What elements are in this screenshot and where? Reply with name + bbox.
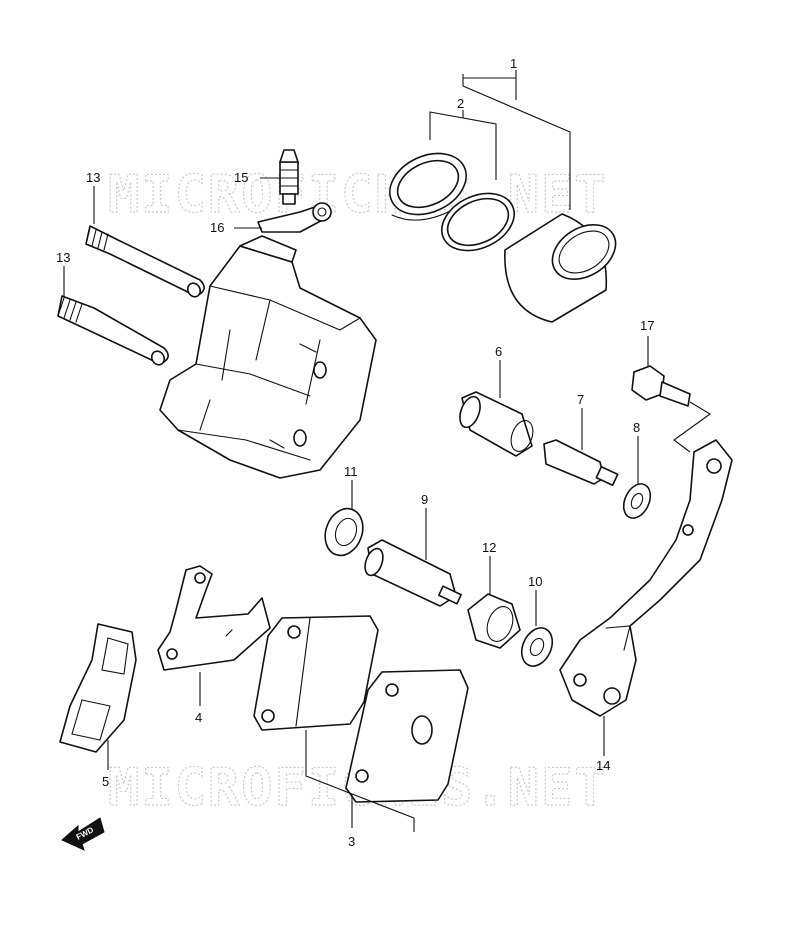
callout-2: 2 xyxy=(457,96,464,111)
bolt-17 xyxy=(631,365,691,407)
callout-16: 16 xyxy=(210,220,224,235)
callout-11: 11 xyxy=(344,464,358,479)
brake-pad-outer xyxy=(253,615,379,731)
washer-8 xyxy=(622,483,652,519)
washer-10 xyxy=(520,627,554,667)
pad-spring-4 xyxy=(157,565,271,671)
callout-7: 7 xyxy=(577,392,584,407)
bleeder-screw xyxy=(279,149,299,205)
slide-pin-upper xyxy=(85,225,205,298)
callout-5: 5 xyxy=(102,774,109,789)
callout-4: 4 xyxy=(195,710,202,725)
bleeder-cap xyxy=(257,202,332,233)
pad-shim-5 xyxy=(59,623,137,753)
piston xyxy=(504,213,617,323)
callout-8: 8 xyxy=(633,420,640,435)
leader-1 xyxy=(462,74,571,210)
callout-10: 10 xyxy=(528,574,542,589)
seal-ring-outer xyxy=(389,152,467,221)
callout-1: 1 xyxy=(510,56,517,71)
callout-13-lower: 13 xyxy=(56,250,70,265)
sleeve-6 xyxy=(459,391,534,457)
slide-pin-lower xyxy=(57,295,169,366)
callout-15: 15 xyxy=(234,170,248,185)
callout-6: 6 xyxy=(495,344,502,359)
boot-12 xyxy=(467,593,521,649)
callout-9: 9 xyxy=(421,492,428,507)
callout-13-upper: 13 xyxy=(86,170,100,185)
callout-3: 3 xyxy=(348,834,355,849)
sleeve-9 xyxy=(364,539,462,607)
callout-14: 14 xyxy=(596,758,610,773)
leader-17-dash xyxy=(673,401,711,453)
callout-17: 17 xyxy=(640,318,654,333)
bolt-7 xyxy=(543,439,619,487)
boot-11 xyxy=(324,507,364,557)
callout-12: 12 xyxy=(482,540,496,555)
brake-pad-inner xyxy=(345,669,469,803)
caliper-bracket xyxy=(559,439,733,717)
caliper-body xyxy=(159,235,377,479)
seal-ring-inner xyxy=(441,192,515,252)
watermark-top: MICROFICHES.NET xyxy=(108,165,608,225)
forward-arrow-icon: FWD xyxy=(61,817,105,851)
